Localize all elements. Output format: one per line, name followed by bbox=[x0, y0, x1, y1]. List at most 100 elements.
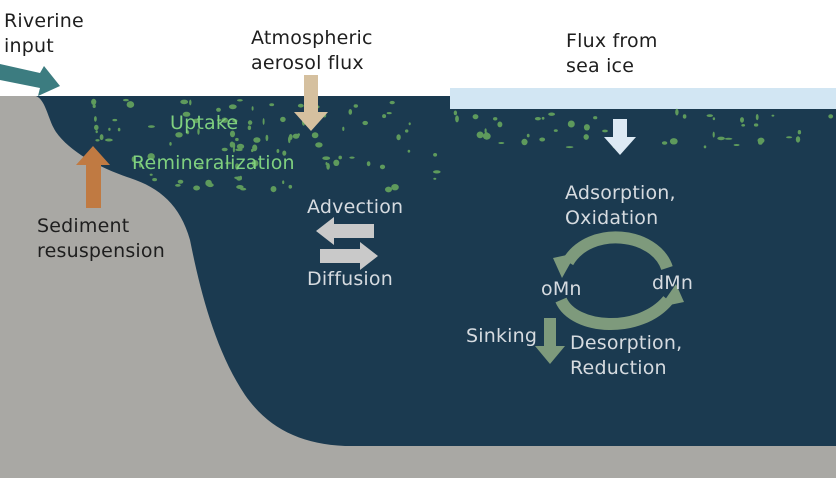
phytoplankton-speck bbox=[280, 116, 286, 123]
phytoplankton-speck bbox=[186, 130, 190, 135]
phytoplankton-speck bbox=[205, 179, 212, 187]
adsorption-label-line2: Oxidation bbox=[565, 207, 659, 229]
mn-cycle-arrows bbox=[553, 231, 684, 330]
phytoplankton-speck bbox=[405, 129, 409, 133]
phytoplankton-speck bbox=[472, 114, 479, 120]
phytoplankton-speck bbox=[105, 138, 113, 142]
phytoplankton-speck bbox=[534, 117, 541, 121]
phytoplankton-speck bbox=[539, 137, 546, 142]
phytoplankton-speck bbox=[455, 115, 459, 123]
sinking-arrow bbox=[535, 318, 565, 364]
phytoplankton-speck bbox=[353, 104, 358, 108]
phytoplankton-speck bbox=[583, 134, 589, 140]
advection-arrow bbox=[316, 217, 374, 245]
phytoplankton-speck bbox=[276, 149, 280, 153]
phytoplankton-speck bbox=[180, 99, 189, 105]
phytoplankton-speck bbox=[270, 186, 277, 193]
seafloor bbox=[0, 96, 836, 478]
phytoplankton-speck bbox=[262, 118, 265, 125]
phytoplankton-speck bbox=[322, 156, 331, 160]
phytoplankton-speck bbox=[382, 114, 387, 119]
phytoplankton-speck bbox=[235, 137, 239, 142]
dmn-label: dMn bbox=[652, 272, 694, 294]
phytoplankton-speck bbox=[498, 142, 505, 144]
phytoplankton-speck bbox=[282, 150, 287, 156]
phytoplankton-speck bbox=[391, 184, 399, 191]
phytoplankton-speck bbox=[297, 103, 304, 108]
phytoplankton-speck bbox=[225, 161, 232, 165]
phytoplankton-speck bbox=[108, 127, 111, 131]
phytoplankton-speck bbox=[251, 106, 254, 111]
phytoplankton-speck bbox=[338, 155, 343, 160]
phytoplankton-speck bbox=[497, 121, 503, 128]
phytoplankton-speck bbox=[175, 184, 181, 187]
phytoplankton-speck bbox=[311, 132, 319, 139]
sea-ice bbox=[450, 88, 836, 109]
phytoplankton-speck bbox=[828, 114, 834, 119]
adsorption-label-line1: Adsorption, bbox=[565, 182, 676, 204]
omn-label: oMn bbox=[541, 278, 582, 300]
phytoplankton-speck bbox=[333, 159, 340, 166]
phytoplankton-speck bbox=[117, 127, 121, 132]
phytoplankton-speck bbox=[669, 138, 678, 145]
phytoplankton-cluster bbox=[91, 98, 834, 193]
phytoplankton-speck bbox=[297, 133, 301, 137]
phytoplankton-speck bbox=[182, 111, 191, 117]
phytoplankton-speck bbox=[602, 129, 608, 133]
phytoplankton-speck bbox=[236, 143, 245, 150]
phytoplankton-speck bbox=[193, 185, 201, 191]
sea-ice-label-line2: sea ice bbox=[566, 55, 635, 77]
diffusion-arrow bbox=[320, 242, 378, 270]
phytoplankton-speck bbox=[189, 99, 192, 106]
phytoplankton-speck bbox=[724, 137, 733, 140]
phytoplankton-speck bbox=[541, 116, 545, 120]
phytoplankton-speck bbox=[325, 162, 328, 166]
phytoplankton-speck bbox=[123, 98, 129, 102]
phytoplankton-speck bbox=[177, 179, 184, 184]
phytoplankton-speck bbox=[175, 132, 183, 138]
phytoplankton-speck bbox=[192, 118, 200, 124]
phytoplankton-speck bbox=[131, 156, 136, 162]
phytoplankton-speck bbox=[758, 140, 763, 145]
sea-ice-flux-arrow bbox=[604, 119, 636, 155]
phytoplankton-speck bbox=[553, 129, 558, 132]
phytoplankton-speck bbox=[386, 112, 392, 115]
advection-label: Advection bbox=[307, 196, 404, 218]
phytoplankton-speck bbox=[682, 114, 687, 119]
phytoplankton-speck bbox=[389, 100, 395, 105]
phytoplankton-speck bbox=[239, 175, 242, 181]
phytoplankton-speck bbox=[733, 144, 740, 146]
sinking-label: Sinking bbox=[466, 325, 538, 347]
phytoplankton-speck bbox=[232, 146, 235, 153]
phytoplankton-speck bbox=[786, 136, 793, 139]
phytoplankton-speck bbox=[433, 177, 437, 180]
phytoplankton-speck bbox=[565, 146, 574, 149]
phytoplankton-speck bbox=[476, 131, 484, 139]
phytoplankton-speck bbox=[703, 145, 707, 149]
phytoplankton-speck bbox=[197, 128, 200, 135]
phytoplankton-speck bbox=[232, 119, 238, 123]
phytoplankton-speck bbox=[771, 114, 775, 117]
phytoplankton-speck bbox=[315, 142, 323, 148]
phytoplankton-speck bbox=[247, 120, 253, 125]
phytoplankton-speck bbox=[385, 186, 392, 193]
oxidation-cycle-arrow bbox=[562, 231, 673, 271]
phytoplankton-speck bbox=[362, 120, 369, 126]
phytoplankton-speck bbox=[526, 133, 530, 138]
atmospheric-label-line2: aerosol flux bbox=[251, 52, 364, 74]
phytoplankton-speck bbox=[288, 184, 293, 189]
phytoplankton-speck bbox=[755, 114, 759, 121]
phytoplankton-speck bbox=[712, 117, 716, 121]
riverine-label-line2: input bbox=[4, 35, 54, 57]
phytoplankton-speck bbox=[253, 137, 261, 143]
riverine-label-line1: Riverine bbox=[4, 10, 84, 32]
phytoplankton-speck bbox=[240, 187, 247, 191]
phytoplankton-speck bbox=[95, 130, 98, 134]
sediment-label-line1: Sediment bbox=[37, 215, 130, 237]
diffusion-label: Diffusion bbox=[307, 268, 393, 290]
phytoplankton-speck bbox=[99, 134, 104, 141]
phytoplankton-speck bbox=[138, 163, 142, 168]
phytoplankton-speck bbox=[169, 142, 172, 146]
phytoplankton-speck bbox=[740, 117, 744, 123]
